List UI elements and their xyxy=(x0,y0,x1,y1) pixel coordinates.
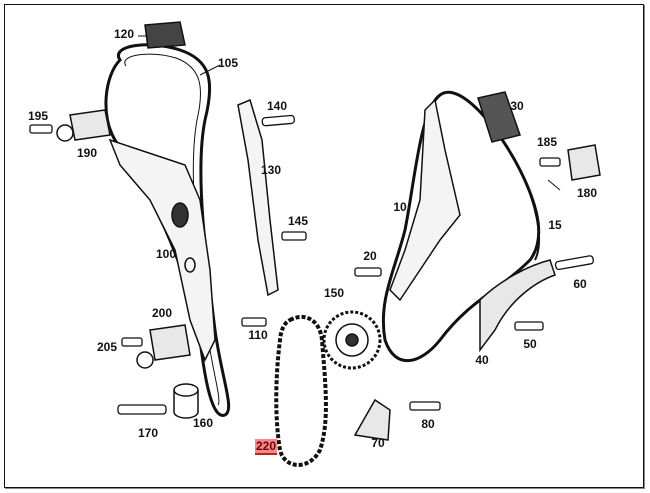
callout-120[interactable]: 120 xyxy=(113,27,135,41)
guide-rail xyxy=(237,98,279,297)
callout-15[interactable]: 15 xyxy=(548,218,562,232)
guide-rail-10 xyxy=(389,98,461,302)
sleeve xyxy=(173,383,199,419)
callout-60[interactable]: 60 xyxy=(573,277,587,291)
tensioner-200 xyxy=(149,324,191,361)
callout-220[interactable]: 220 xyxy=(254,439,278,455)
leader-lines xyxy=(138,35,561,191)
rail-15 xyxy=(519,169,541,261)
callout-40[interactable]: 40 xyxy=(475,353,489,367)
callout-30[interactable]: 30 xyxy=(510,99,524,113)
callout-205[interactable]: 205 xyxy=(96,340,118,354)
callout-130[interactable]: 130 xyxy=(260,163,282,177)
callout-50[interactable]: 50 xyxy=(523,337,537,351)
tensioner-180 xyxy=(567,144,601,181)
callout-70[interactable]: 70 xyxy=(371,436,385,450)
callout-185[interactable]: 185 xyxy=(536,135,558,149)
callout-180[interactable]: 180 xyxy=(576,186,598,200)
callout-80[interactable]: 80 xyxy=(421,417,435,431)
chain-220 xyxy=(274,314,328,467)
tensioner-rail xyxy=(108,138,216,362)
callout-10[interactable]: 10 xyxy=(393,200,407,214)
module-30 xyxy=(477,91,521,143)
callout-145[interactable]: 145 xyxy=(287,214,309,228)
callout-195[interactable]: 195 xyxy=(27,109,49,123)
sprocket-150 xyxy=(322,310,382,370)
tensioner-190 xyxy=(69,109,111,141)
callout-100[interactable]: 100 xyxy=(155,247,177,261)
callout-160[interactable]: 160 xyxy=(192,416,214,430)
tensioner-rail-40 xyxy=(479,259,556,353)
callout-110[interactable]: 110 xyxy=(248,328,268,342)
callout-150[interactable]: 150 xyxy=(323,286,345,300)
callout-170[interactable]: 170 xyxy=(137,426,159,440)
part-70 xyxy=(353,398,391,441)
callout-105[interactable]: 105 xyxy=(217,56,239,70)
timing-chain-right xyxy=(381,91,541,363)
pins xyxy=(29,114,594,415)
cap xyxy=(144,21,186,49)
callout-20[interactable]: 20 xyxy=(363,249,377,263)
callout-190[interactable]: 190 xyxy=(76,146,98,160)
diagram-frame xyxy=(4,4,644,488)
callout-140[interactable]: 140 xyxy=(266,99,288,113)
callout-200[interactable]: 200 xyxy=(151,306,173,320)
